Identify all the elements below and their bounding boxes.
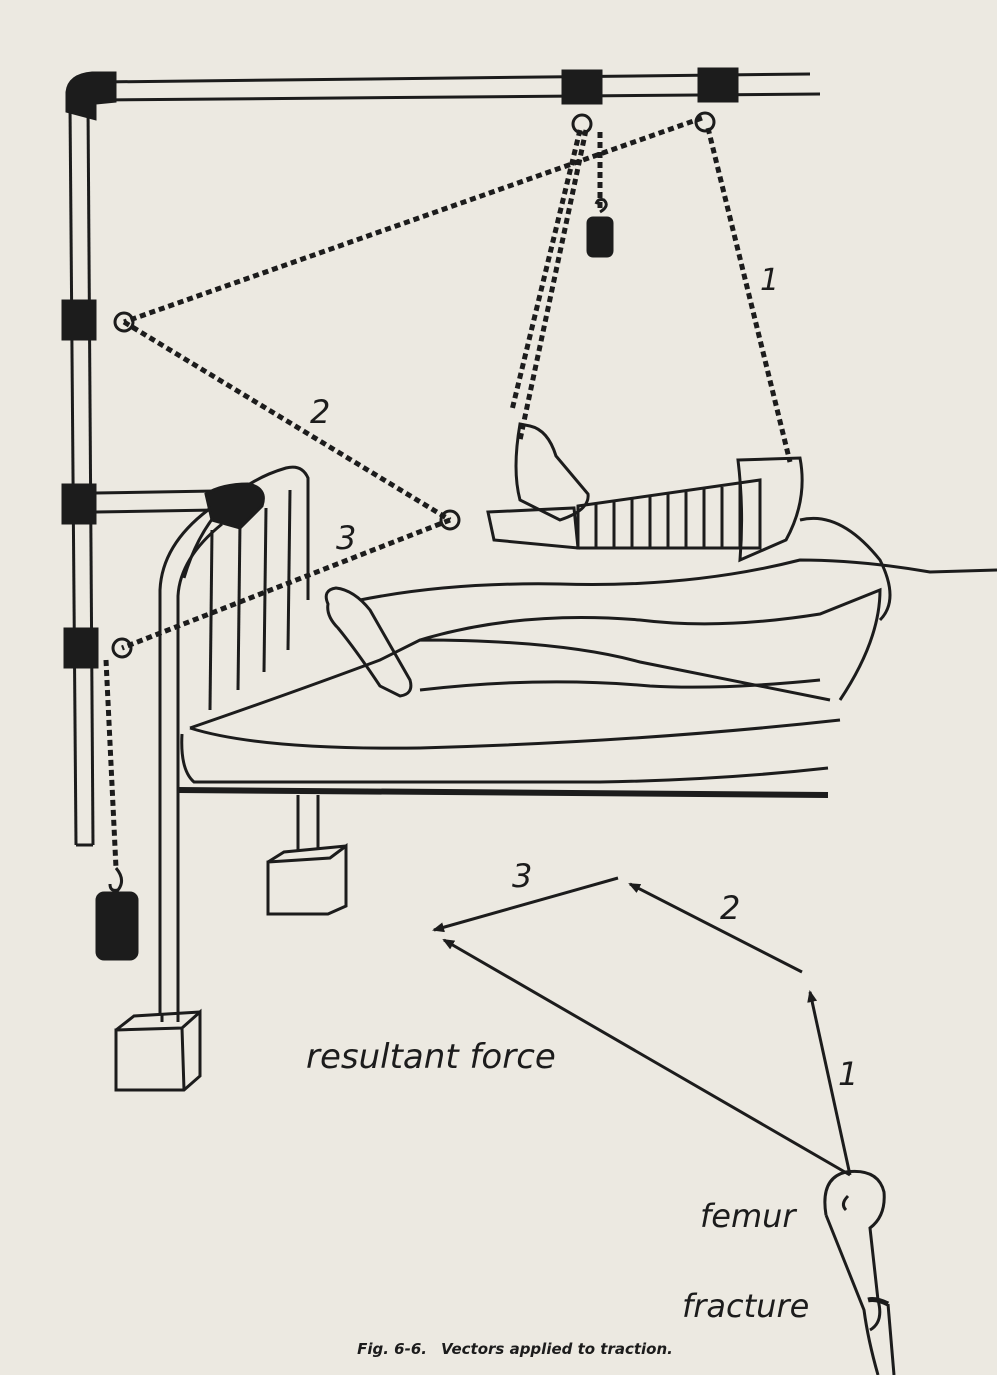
bar-clamp-left	[561, 69, 603, 105]
rope-sling-right	[517, 129, 589, 441]
femur-head	[823, 1169, 886, 1332]
bed-leg	[160, 1015, 180, 1022]
femur-detail	[841, 1194, 850, 1212]
side-arm	[95, 489, 216, 514]
free-foot	[324, 586, 413, 698]
rope-3-label: 3	[336, 519, 357, 557]
femur-label: femur	[700, 1197, 796, 1235]
blanket	[359, 558, 997, 602]
figure-number: Fig. 6-6.	[357, 1340, 427, 1358]
weight-lower	[95, 891, 139, 961]
femur-bone	[823, 1169, 896, 1375]
floor-blocks	[114, 843, 348, 1092]
bed-frame-rail	[177, 787, 829, 798]
weight-hook-lower	[108, 867, 123, 892]
patient	[324, 422, 997, 701]
rope-1-label: 1	[760, 263, 780, 298]
rope-sling-left	[509, 129, 583, 411]
rope-3	[121, 517, 451, 651]
femur-shaft	[824, 1214, 880, 1375]
bed-spindle	[208, 529, 214, 711]
blanket-fold	[419, 678, 821, 692]
bed-headboard-cap	[204, 482, 265, 530]
raised-leg-foot	[514, 422, 590, 522]
bandage-wraps	[594, 484, 742, 548]
clamp-upper	[61, 299, 97, 341]
pulleys	[111, 111, 716, 659]
pulley-top-left	[571, 113, 593, 135]
rope-2	[122, 319, 452, 523]
hanging-weights	[95, 198, 614, 961]
block-rear	[266, 843, 348, 916]
block-rear-edge	[267, 844, 347, 864]
bed-headboard-rail	[158, 504, 214, 1015]
bed-spindle	[286, 489, 292, 651]
rope-top-cross	[123, 115, 703, 325]
vector-diagram	[432, 876, 852, 1177]
bed-spindle	[236, 521, 242, 691]
clamp-lower	[63, 627, 99, 669]
hospital-bed	[158, 465, 841, 1022]
block-front	[114, 1008, 202, 1092]
vector-3-label: 3	[512, 857, 533, 895]
corner-elbow	[65, 71, 117, 121]
upright-pole	[68, 104, 95, 847]
bed-spindle	[262, 507, 268, 673]
bed-leg	[296, 795, 320, 850]
clamp-middle	[61, 483, 97, 525]
block-front-edge	[115, 1010, 201, 1091]
vector-2	[628, 882, 803, 974]
pulley-top-right	[694, 111, 716, 133]
vector-3	[432, 876, 619, 933]
figure-caption-text: Vectors applied to traction.	[440, 1340, 673, 1358]
fracture-label: fracture	[682, 1287, 810, 1325]
foot-plate	[486, 506, 580, 550]
weight-hook-top	[594, 198, 608, 214]
knee	[799, 516, 892, 622]
mattress-side	[180, 733, 829, 784]
bed-headboard-frame	[182, 465, 310, 600]
fracture-line	[867, 1297, 890, 1307]
vector-2-label: 2	[720, 889, 741, 927]
bar-clamp-right	[697, 67, 739, 103]
rope-1	[705, 127, 793, 463]
blanket-fold	[419, 587, 882, 701]
figure-caption: Fig. 6-6. Vectors applied to traction.	[300, 1340, 730, 1358]
vector-resultant	[442, 938, 851, 1177]
mattress-front	[189, 718, 841, 750]
traction-frame	[61, 67, 821, 847]
weight-top	[586, 216, 614, 258]
thigh-sling	[736, 456, 804, 563]
fracture-lower-shaft	[886, 1303, 896, 1375]
rope-2-label: 2	[310, 393, 331, 431]
resultant-force-label: resultant force	[306, 1037, 556, 1077]
rope-weight-lower	[103, 659, 119, 869]
vector-1	[807, 990, 852, 1176]
vector-1-label: 1	[838, 1055, 859, 1093]
